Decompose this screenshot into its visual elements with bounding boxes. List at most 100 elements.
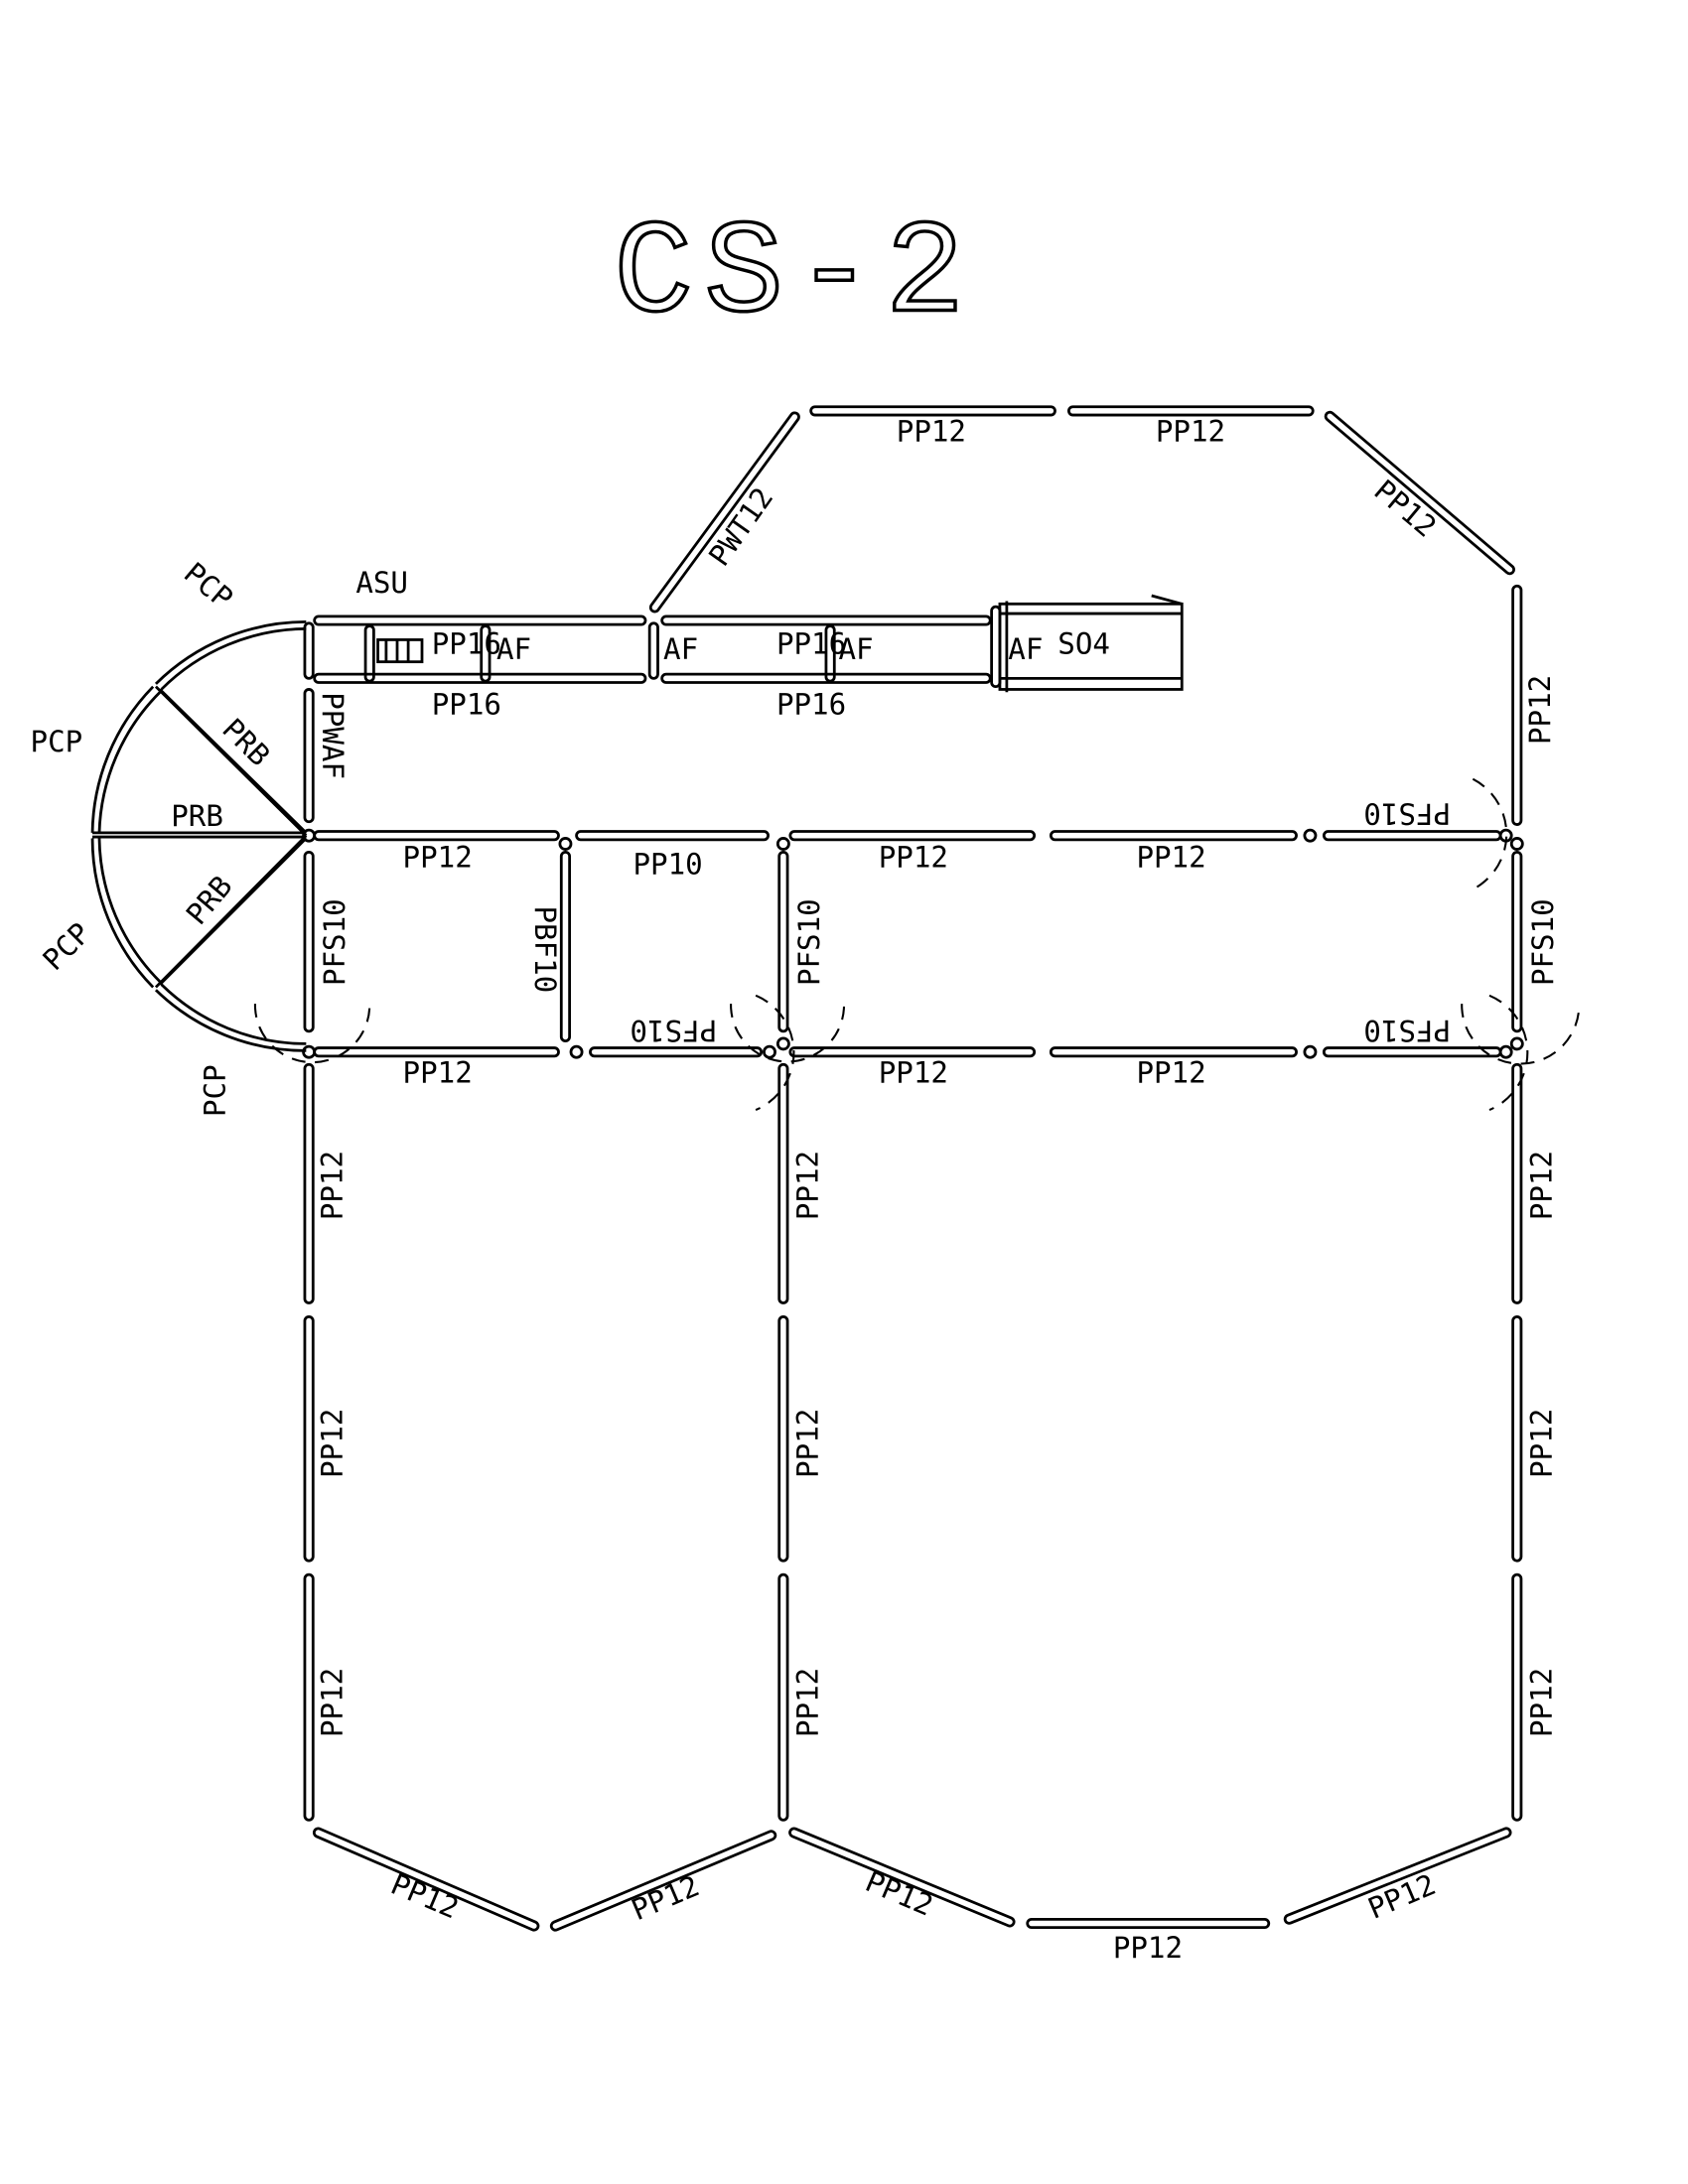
label-pfs10: PFS10 bbox=[1363, 1014, 1451, 1047]
door-swing-arcs bbox=[253, 777, 1581, 1112]
pipe-segment bbox=[777, 1315, 789, 1563]
pipe-connector bbox=[1303, 828, 1318, 843]
pipe-segment bbox=[660, 614, 992, 626]
label-pfs10: PFS10 bbox=[630, 1014, 717, 1047]
pipe-segment bbox=[549, 1830, 777, 1932]
label-af: AF bbox=[838, 632, 873, 666]
label-af: AF bbox=[1008, 632, 1043, 666]
label-pp12: PP12 bbox=[1113, 1931, 1183, 1965]
pipe-segment bbox=[313, 830, 560, 842]
label-pp16: PP16 bbox=[776, 687, 846, 721]
label-pp12: PP12 bbox=[627, 1868, 704, 1927]
pipe-segment bbox=[1511, 1315, 1523, 1563]
pipe-segment bbox=[1511, 1062, 1523, 1304]
pipe-segment bbox=[1049, 830, 1298, 842]
pipe-connector bbox=[1498, 1044, 1513, 1059]
pipe-segment bbox=[788, 830, 1037, 842]
label-pcp: PCP bbox=[198, 1064, 231, 1117]
pipe-segment bbox=[303, 1062, 315, 1304]
label-pp12: PP12 bbox=[403, 1055, 473, 1089]
pipe-segment bbox=[1322, 830, 1502, 842]
label-pcp: PCP bbox=[178, 556, 239, 615]
label-pp12: PP12 bbox=[1136, 841, 1205, 875]
pipe-segment bbox=[313, 614, 647, 626]
pipe-segment bbox=[303, 850, 315, 1033]
label-pp12: PP12 bbox=[1525, 1409, 1559, 1478]
pipe-segment bbox=[303, 621, 315, 680]
label-pp12: PP12 bbox=[1523, 675, 1557, 745]
label-pfs10: PFS10 bbox=[792, 898, 826, 986]
pipe-segment bbox=[824, 624, 836, 683]
label-pp12: PP12 bbox=[1525, 1151, 1559, 1220]
pipe-segment bbox=[648, 411, 800, 614]
pipe-segment bbox=[1511, 584, 1523, 826]
label-so4: SO4 bbox=[1057, 626, 1110, 660]
label-pfs10: PFS10 bbox=[1363, 797, 1451, 831]
label-pp12: PP12 bbox=[386, 1867, 464, 1926]
pipe-segment bbox=[788, 1046, 1037, 1058]
pipe-segment bbox=[303, 688, 315, 824]
pipe-segment bbox=[1026, 1917, 1271, 1930]
label-pp12: PP12 bbox=[879, 841, 948, 875]
pipe-segment bbox=[1322, 1046, 1502, 1058]
label-pp12: PP12 bbox=[1363, 1867, 1441, 1926]
pipe-segment bbox=[788, 1827, 1016, 1928]
pcp-arc-top bbox=[154, 620, 307, 685]
pipe-segment bbox=[1067, 405, 1315, 417]
label-prb: PRB bbox=[171, 799, 223, 833]
pcp-arc-bottom bbox=[154, 989, 307, 1052]
label-pp16: PP16 bbox=[432, 626, 501, 660]
label-af: AF bbox=[496, 632, 531, 666]
label-pp12: PP12 bbox=[315, 1151, 349, 1220]
label-pp12: PP12 bbox=[1136, 1055, 1205, 1089]
label-prb: PRB bbox=[215, 712, 276, 772]
pipe-segments bbox=[302, 405, 1524, 1932]
label-pcp: PCP bbox=[31, 725, 83, 758]
pipe-segment bbox=[303, 1572, 315, 1822]
pipe-segment bbox=[1511, 850, 1523, 1033]
label-asu: ASU bbox=[355, 566, 408, 600]
pipe-segment bbox=[777, 1062, 789, 1304]
pipe-segment bbox=[1283, 1827, 1512, 1925]
label-pp12: PP12 bbox=[879, 1055, 948, 1089]
pipe-segment bbox=[1324, 410, 1515, 576]
label-pp16: PP16 bbox=[776, 626, 846, 660]
label-pp12: PP12 bbox=[1525, 1668, 1559, 1737]
so4-unit bbox=[998, 594, 1184, 693]
pipe-segment bbox=[777, 850, 789, 1033]
label-pp12: PP12 bbox=[791, 1409, 825, 1478]
pipe-connector bbox=[1303, 1044, 1318, 1059]
pcp-arc-lower bbox=[90, 838, 155, 989]
pipe-segment bbox=[575, 830, 770, 842]
label-pcp: PCP bbox=[36, 916, 96, 977]
labels: ASU PP16 PP16 PP16 PP16 AF AF AF AF SO4 … bbox=[31, 414, 1560, 1965]
label-pp12: PP12 bbox=[1367, 474, 1443, 544]
pipe-segment bbox=[1511, 1572, 1523, 1822]
pipe-segment bbox=[480, 624, 492, 683]
label-pp12: PP12 bbox=[791, 1151, 825, 1220]
label-prb: PRB bbox=[180, 870, 239, 931]
diagram-title: CS-2 bbox=[614, 202, 975, 351]
pipe-segment bbox=[559, 850, 571, 1042]
pipe-segment bbox=[1049, 1046, 1298, 1058]
pipe-segment bbox=[809, 405, 1056, 417]
label-pp12: PP12 bbox=[315, 1668, 349, 1737]
label-pp12: PP12 bbox=[1156, 414, 1225, 448]
label-pp12: PP12 bbox=[791, 1668, 825, 1737]
pipe-connector bbox=[763, 1044, 776, 1059]
pipe-connector bbox=[302, 1044, 317, 1059]
curved-panels bbox=[90, 620, 308, 1052]
label-af: AF bbox=[663, 632, 698, 666]
pipe-connector bbox=[1509, 837, 1524, 851]
asu-unit bbox=[376, 638, 424, 664]
label-pfs10: PFS10 bbox=[318, 898, 352, 986]
pipe-segment bbox=[363, 624, 375, 683]
pipe-segment bbox=[312, 1827, 540, 1932]
label-pp16: PP16 bbox=[432, 687, 501, 721]
label-pp12: PP12 bbox=[315, 1409, 349, 1478]
pipe-segment bbox=[589, 1046, 764, 1058]
pipe-segment bbox=[303, 1315, 315, 1563]
pipe-segment bbox=[647, 621, 659, 680]
pipe-connector bbox=[775, 1036, 790, 1051]
